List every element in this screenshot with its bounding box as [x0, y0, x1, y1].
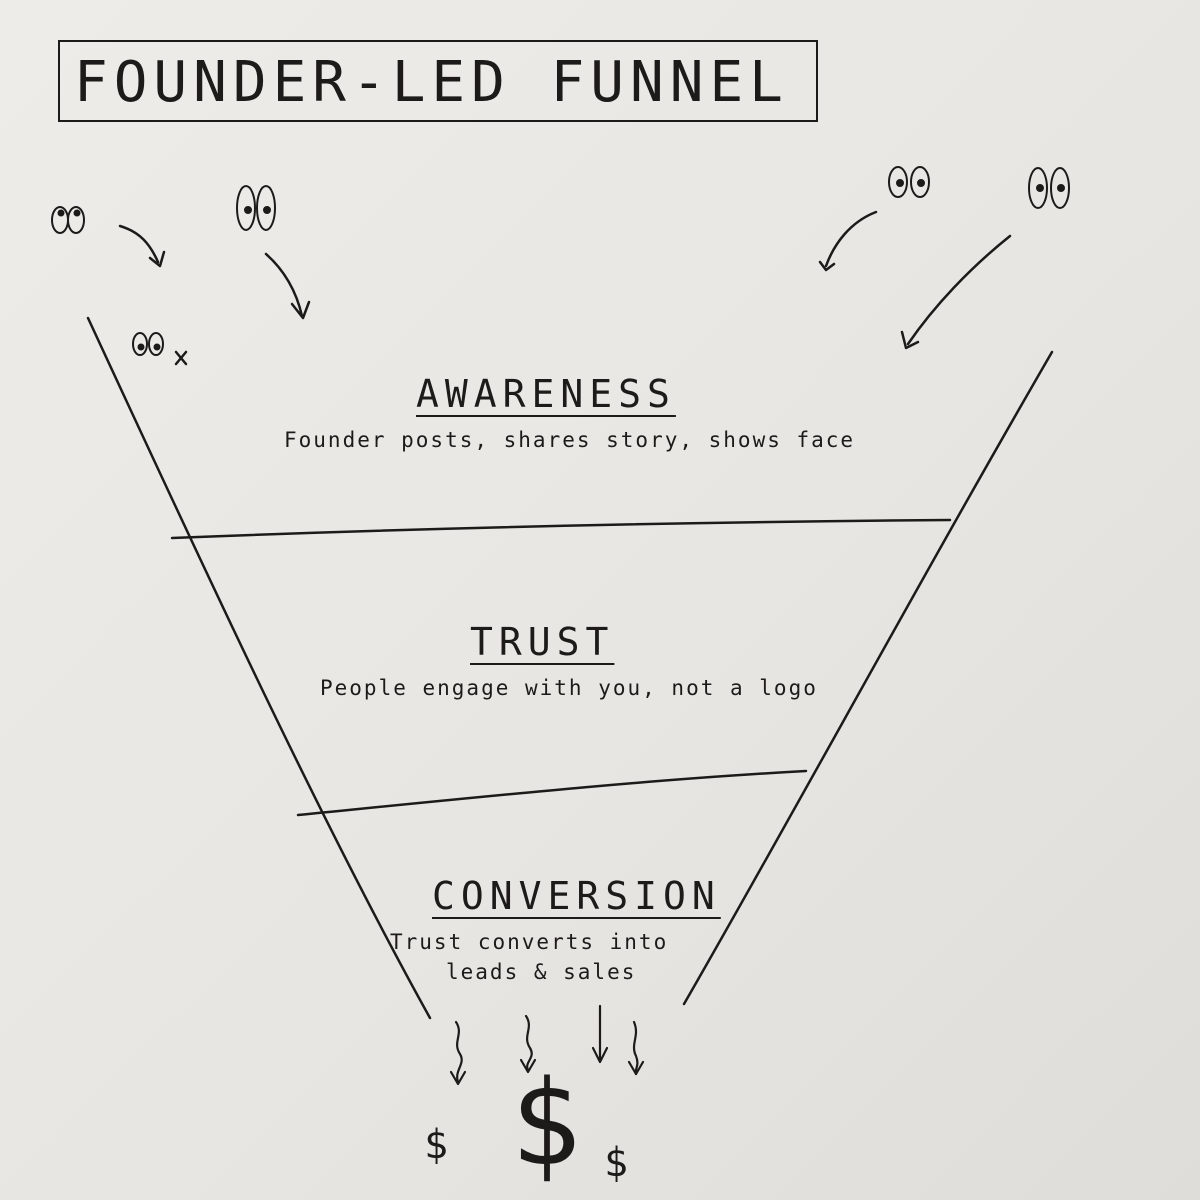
- arrow-icon: [264, 252, 311, 320]
- dollar-icon: $: [510, 1054, 582, 1192]
- eyes-icon: [1028, 167, 1070, 209]
- divider-awareness-trust: [170, 518, 952, 540]
- arrow-icon: [818, 210, 878, 272]
- stage-desc-conversion-line1: Trust converts into: [390, 930, 669, 954]
- arrow-icon: [174, 350, 188, 366]
- eyes-icon: [132, 332, 164, 356]
- diagram-title: FOUNDER-LED FUNNEL: [74, 50, 789, 115]
- stage-title-conversion: CONVERSION: [432, 874, 721, 918]
- arrow-icon: [519, 1014, 537, 1074]
- dollar-icon: $: [424, 1122, 449, 1168]
- divider-trust-conversion: [296, 769, 808, 817]
- stage-desc-trust: People engage with you, not a logo: [320, 676, 818, 700]
- eyes-icon-group: [51, 166, 1070, 356]
- arrow-icon: [591, 1004, 609, 1064]
- arrow-icon: [900, 234, 1012, 350]
- eyes-icon: [236, 185, 276, 231]
- funnel-left-side: [86, 316, 432, 1020]
- eyes-icon: [51, 206, 85, 234]
- stage-title-awareness: AWARENESS: [416, 372, 676, 416]
- eyes-icon: [888, 166, 930, 198]
- stage-desc-conversion-line2: leads & sales: [446, 960, 637, 984]
- arrow-icon: [627, 1020, 645, 1076]
- arrow-icon: [449, 1020, 467, 1086]
- stage-desc-awareness: Founder posts, shares story, shows face: [284, 428, 856, 452]
- title-box: [58, 40, 818, 122]
- arrow-icon: [118, 224, 166, 268]
- stage-title-trust: TRUST: [470, 620, 615, 664]
- dollar-icon: $: [604, 1140, 629, 1186]
- funnel-right-side: [682, 350, 1054, 1006]
